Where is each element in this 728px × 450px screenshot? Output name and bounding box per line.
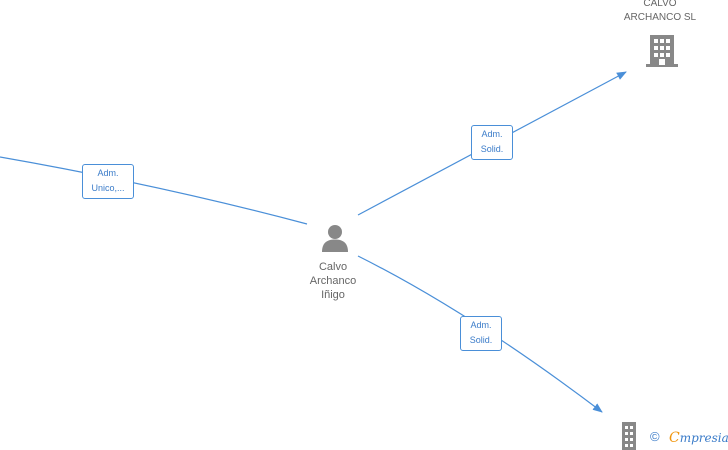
brand-logo: Cmpresia [669, 430, 728, 446]
edge-label-left[interactable]: Adm. Unico,... [82, 164, 134, 199]
edge-line-left [0, 156, 308, 225]
building-icon[interactable] [621, 422, 637, 450]
company-top-name-line-1: CALVO [643, 0, 677, 9]
person-name-line-1: Calvo [318, 261, 348, 273]
edge-label-top-right-line-1: Adm. [481, 129, 503, 139]
company-top-name-line-2: ARCHANCO SL [623, 12, 697, 23]
company-top-name[interactable]: CALVO ARCHANCO SL [600, 0, 720, 25]
edge-label-bottom-right[interactable]: Adm. Solid. [460, 316, 502, 351]
person-name-line-2: Archanco [309, 275, 357, 287]
edge-label-left-line-2: Unico,... [91, 183, 125, 193]
building-icon[interactable] [646, 33, 678, 67]
edge-label-top-right[interactable]: Adm. Solid. [471, 125, 513, 160]
edge-label-top-right-line-2: Solid. [480, 144, 504, 154]
edge-label-bottom-right-line-1: Adm. [470, 320, 492, 330]
copyright-symbol: © [650, 429, 660, 444]
brand-logo-rest: mpresia [679, 431, 728, 445]
person-name-line-3: Iñigo [321, 289, 345, 301]
person-name[interactable]: Calvo Archanco Iñigo [288, 260, 378, 302]
edge-label-bottom-right-line-2: Solid. [469, 335, 493, 345]
brand-logo-initial: C [669, 430, 680, 446]
person-icon[interactable] [320, 224, 350, 252]
edge-label-left-line-1: Adm. [97, 168, 119, 178]
